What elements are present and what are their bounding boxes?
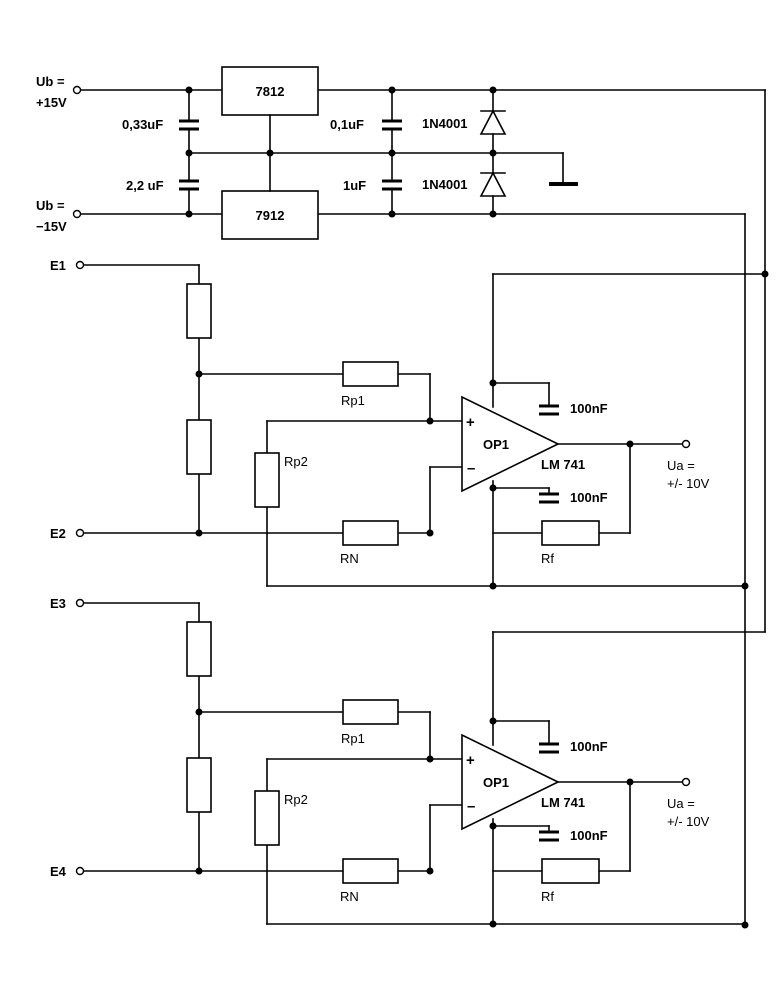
cap-in-pos-label: 0,33uF (122, 117, 163, 132)
regulator-7812 (221, 66, 319, 116)
resistor-rp1 (342, 361, 399, 387)
terminal-input-b (75, 866, 85, 876)
amplifier-stage-2: E3 E4 Rp1 Rp2 RN Rf + – OP1 LM 741 100nF… (50, 596, 766, 928)
rp1-label: Rp1 (341, 731, 365, 746)
opamp-name: OP1 (483, 437, 509, 452)
input-b-label: E4 (50, 864, 67, 879)
opamp-type: LM 741 (541, 457, 585, 472)
cap-top-label: 100nF (570, 401, 608, 416)
vminus-label-2: −15V (36, 219, 67, 234)
output-label-2: +/- 10V (667, 476, 710, 491)
plus-sign: + (466, 752, 475, 769)
rp2-label: Rp2 (284, 454, 308, 469)
opamp-type: LM 741 (541, 795, 585, 810)
minus-sign: – (467, 798, 475, 815)
rp2-label: Rp2 (284, 792, 308, 807)
resistor-e2-divider (186, 419, 212, 475)
diode-lower-label: 1N4001 (422, 177, 468, 192)
terminal-vplus (72, 85, 82, 95)
rn-label: RN (340, 889, 359, 904)
cap-bottom-label: 100nF (570, 828, 608, 843)
resistor-e1-divider (186, 283, 212, 339)
diode-upper-label: 1N4001 (422, 116, 468, 131)
resistor-rp2 (254, 452, 280, 508)
opamp-name: OP1 (483, 775, 509, 790)
opamp-symbol (461, 395, 560, 493)
rf-label: Rf (541, 551, 554, 566)
rp1-label: Rp1 (341, 393, 365, 408)
diode-1n4001-lower (479, 171, 507, 197)
vminus-label-1: Ub = (36, 198, 65, 213)
terminal-input-a (75, 598, 85, 608)
amplifier-stage-1: E1 E2 Rp1 Rp2 RN Rf + – OP1 LM 741 100nF… (50, 258, 769, 590)
vplus-label-2: +15V (36, 95, 67, 110)
terminal-output (681, 439, 691, 449)
terminal-input-a (75, 260, 85, 270)
output-label-1: Ua = (667, 458, 695, 473)
input-a-label: E3 (50, 596, 66, 611)
rf-label: Rf (541, 889, 554, 904)
opamp-symbol (461, 733, 560, 831)
regulator-7912 (221, 190, 319, 240)
regulator-7912-label: 7912 (256, 208, 285, 223)
terminal-output (681, 777, 691, 787)
cap-in-neg-label: 2,2 uF (126, 178, 164, 193)
resistor-rn (342, 858, 399, 884)
cap-out-pos-label: 0,1uF (330, 117, 364, 132)
cap-top-label: 100nF (570, 739, 608, 754)
resistor-rn (342, 520, 399, 546)
terminal-vminus (72, 209, 82, 219)
output-label-2: +/- 10V (667, 814, 710, 829)
cap-out-neg-label: 1uF (343, 178, 366, 193)
resistor-e3-divider (186, 621, 212, 677)
output-label-1: Ua = (667, 796, 695, 811)
vplus-label-1: Ub = (36, 74, 65, 89)
resistor-e4-divider (186, 757, 212, 813)
minus-sign: – (467, 460, 475, 477)
resistor-rp2 (254, 790, 280, 846)
input-b-label: E2 (50, 526, 66, 541)
cap-bottom-label: 100nF (570, 490, 608, 505)
plus-sign: + (466, 414, 475, 431)
resistor-rf (541, 858, 600, 884)
diode-1n4001-upper (479, 109, 507, 135)
terminal-input-b (75, 528, 85, 538)
resistor-rp1 (342, 699, 399, 725)
rn-label: RN (340, 551, 359, 566)
regulator-7812-label: 7812 (256, 84, 285, 99)
resistor-rf (541, 520, 600, 546)
input-a-label: E1 (50, 258, 66, 273)
power-supply: 7812 7912 (36, 66, 766, 926)
